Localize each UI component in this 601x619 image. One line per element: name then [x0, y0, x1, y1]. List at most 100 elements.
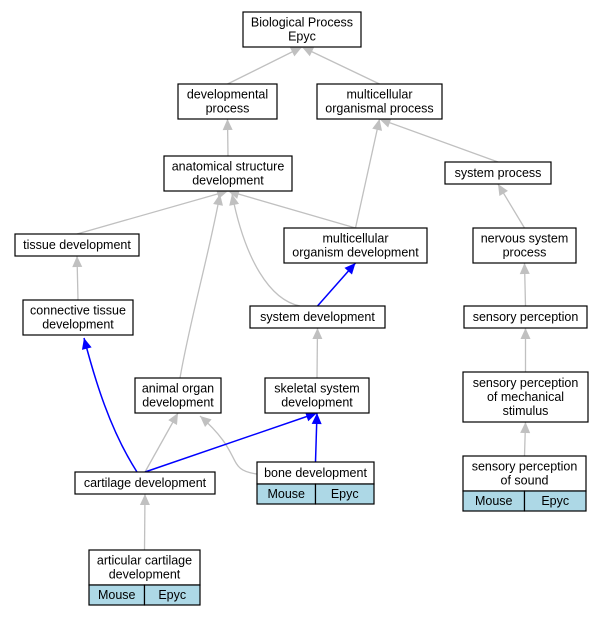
arrowhead-icon — [302, 47, 315, 57]
arrowhead-icon — [304, 411, 317, 422]
term-box — [264, 377, 370, 414]
term-label-line: Epyc — [288, 30, 316, 44]
is-a-edge-multicellular-organismal-process-to-biological-process — [301, 46, 380, 85]
term-box — [14, 233, 140, 257]
term-label-line: process — [206, 102, 250, 116]
term-label-line: connective tissue — [30, 304, 126, 318]
is-a-edge-cartilage-development-to-animal-organ-development — [144, 412, 179, 473]
term-box — [134, 377, 222, 414]
species-tag-label: Mouse — [267, 487, 305, 501]
is-a-edge-developmental-process-to-biological-process — [227, 46, 303, 85]
term-label-line: system process — [455, 166, 542, 180]
graph-edges — [72, 46, 531, 551]
term-label-line: articular cartilage — [97, 554, 192, 568]
species-tag-label: Mouse — [98, 588, 136, 602]
term-node-system-development[interactable]: system development — [249, 305, 386, 329]
species-tag-label: Epyc — [541, 494, 569, 508]
term-label-line: development — [109, 568, 181, 582]
arrowhead-icon — [289, 47, 302, 57]
part-of-edge-cartilage-development-to-skeletal-system-development — [144, 412, 318, 473]
is-a-edge-multicellular-organism-development-to-anatomical-structure-development — [227, 190, 356, 229]
term-box — [463, 305, 588, 329]
arrowhead-icon — [379, 118, 392, 128]
term-label-line: sensory perception — [473, 376, 579, 390]
arrowhead-icon — [520, 328, 531, 339]
term-label-line: bone development — [264, 466, 367, 480]
term-label-line: skeletal system — [274, 382, 359, 396]
arrowhead-icon — [372, 119, 383, 131]
is-a-edge-multicellular-organism-development-to-multicellular-organismal-process — [354, 118, 381, 229]
arrowhead-icon — [200, 416, 212, 427]
is-a-edge-system-development-to-anatomical-structure-development — [231, 193, 301, 307]
term-box — [249, 305, 386, 329]
term-label-line: of sound — [501, 474, 549, 488]
term-label-line: of mechanical — [487, 390, 564, 404]
term-label-line: cartilage development — [84, 476, 207, 490]
term-box — [283, 227, 428, 264]
arrowhead-icon — [168, 413, 178, 426]
arrowhead-icon — [81, 338, 92, 350]
term-box — [74, 471, 216, 495]
arrowhead-icon — [498, 184, 508, 197]
arrowhead-icon — [213, 194, 223, 206]
term-label-line: development — [192, 174, 264, 188]
term-box — [472, 227, 577, 264]
species-tag-epyc — [314, 483, 375, 505]
is-a-edge-tissue-development-to-anatomical-structure-development — [76, 190, 229, 235]
term-label-line: nervous system — [481, 232, 569, 246]
term-label-line: Biological Process — [251, 16, 353, 30]
term-label-line: organismal process — [325, 102, 433, 116]
arrowhead-icon — [312, 328, 323, 340]
term-node-tissue-development[interactable]: tissue development — [14, 233, 140, 257]
term-node-sensory-perception[interactable]: sensory perception — [463, 305, 588, 329]
arrowhead-icon — [311, 413, 322, 425]
term-box — [242, 11, 362, 48]
term-box — [316, 83, 443, 120]
term-label-line: developmental — [187, 88, 268, 102]
species-tag-epyc — [523, 490, 587, 512]
term-label-line: development — [142, 396, 214, 410]
arrowhead-icon — [228, 189, 240, 199]
term-label-line: animal organ — [142, 382, 214, 396]
term-node-system-process[interactable]: system process — [444, 161, 552, 185]
species-tag-epyc — [143, 584, 201, 606]
term-label-line: development — [281, 396, 353, 410]
arrowhead-icon — [139, 494, 150, 506]
term-box — [22, 299, 134, 336]
graph-nodes: Biological ProcessEpycdevelopmentalproce… — [14, 11, 589, 606]
term-label-line: organism development — [292, 246, 419, 260]
term-box — [462, 371, 589, 423]
term-box — [163, 155, 293, 192]
arrowhead-icon — [519, 263, 530, 275]
is-a-edge-system-process-to-multicellular-organismal-process — [379, 118, 499, 163]
term-box — [177, 83, 278, 120]
term-label-line: stimulus — [503, 404, 549, 418]
species-tag-label: Mouse — [475, 494, 513, 508]
term-node-cartilage-development[interactable]: cartilage development — [74, 471, 216, 495]
species-tag-label: Epyc — [331, 487, 359, 501]
is-a-edge-animal-organ-development-to-anatomical-structure-development — [179, 193, 221, 379]
arrowhead-icon — [344, 263, 356, 275]
term-label-line: sensory perception — [473, 310, 579, 324]
arrowhead-icon — [520, 422, 531, 434]
arrowhead-icon — [222, 119, 233, 131]
is-a-edge-bone-development-to-animal-organ-development — [199, 415, 258, 475]
part-of-edge-cartilage-development-to-connective-tissue-development — [83, 337, 138, 473]
term-label-line: development — [42, 318, 114, 332]
arrowhead-icon — [229, 194, 240, 206]
arrowhead-icon — [72, 256, 83, 268]
